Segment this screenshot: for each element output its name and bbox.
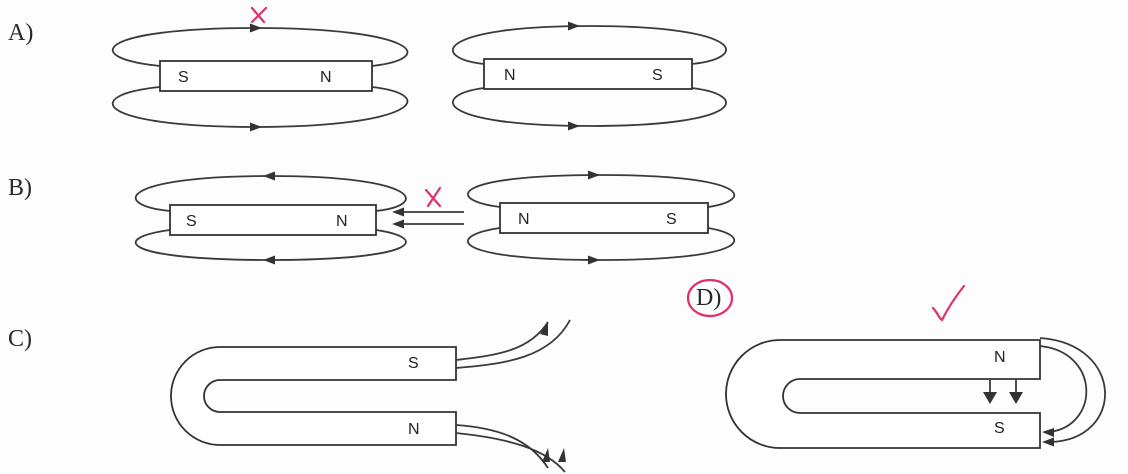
option-d-label: D) <box>696 285 721 311</box>
field-arrow-left <box>263 255 275 265</box>
field-arrow-left <box>1042 428 1054 437</box>
pole-label: S <box>408 355 419 372</box>
pole-label: N <box>504 67 516 84</box>
field-arrow-left <box>392 219 404 229</box>
pole-label: N <box>994 349 1006 366</box>
bar-magnet-right <box>499 202 709 234</box>
pole-label: S <box>178 69 189 86</box>
bar-magnet-left <box>159 60 373 92</box>
field-arrow-right <box>568 121 580 131</box>
option-b[interactable]: B) S N N S <box>8 170 736 265</box>
field-arrow-down <box>983 392 997 404</box>
field-arrow-up <box>542 448 550 462</box>
pole-label: N <box>518 211 530 228</box>
option-c[interactable]: C) S N <box>8 319 571 473</box>
field-arrow-right <box>250 122 262 132</box>
option-a-label: A) <box>8 20 33 46</box>
selected-circle <box>686 278 734 318</box>
field-arrow-up <box>558 448 566 462</box>
field-arrow-down <box>1009 392 1023 404</box>
option-d[interactable]: D) N S <box>686 278 1106 449</box>
pole-label: S <box>994 420 1005 437</box>
option-a-field-lines-right <box>452 21 727 131</box>
field-arrow-left <box>1042 437 1054 447</box>
field-arrow-left <box>392 207 404 217</box>
pole-label: S <box>666 211 677 228</box>
horseshoe-magnet <box>725 339 1041 449</box>
field-arrow-right <box>588 255 600 265</box>
option-c-label: C) <box>8 326 32 352</box>
wrong-mark-x <box>250 6 268 24</box>
option-b-field-lines-right <box>392 170 736 265</box>
pole-label: N <box>408 421 420 438</box>
wrong-mark-x <box>424 186 442 208</box>
bar-magnet-left <box>169 204 377 236</box>
pole-label: N <box>320 69 332 86</box>
option-c-field-lines <box>455 319 571 473</box>
pole-label: S <box>652 67 663 84</box>
option-d-field-lines <box>983 337 1106 447</box>
pole-label: S <box>186 213 197 230</box>
correct-check-mark <box>931 284 966 322</box>
option-a-field-lines-left <box>112 23 409 132</box>
option-b-label: B) <box>8 175 32 201</box>
field-arrow-left <box>263 171 275 181</box>
option-b-field-lines-left <box>134 171 407 265</box>
field-arrow-up <box>540 322 548 336</box>
option-a[interactable]: A) S N N S <box>8 6 727 132</box>
field-arrow-right <box>250 23 262 33</box>
pole-label: N <box>336 213 348 230</box>
field-arrow-right <box>588 170 600 180</box>
horseshoe-magnet <box>170 346 457 446</box>
bar-magnet-right <box>483 58 693 90</box>
field-arrow-right <box>568 21 580 31</box>
